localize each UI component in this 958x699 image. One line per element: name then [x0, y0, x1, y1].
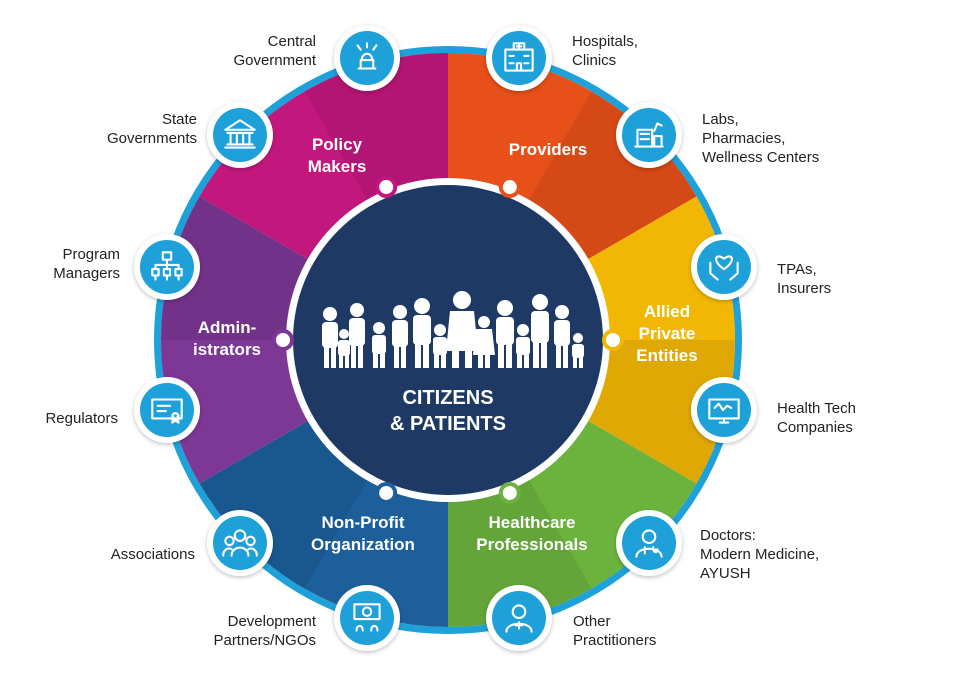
- connector-dot: [272, 329, 294, 351]
- icon-glyph: [224, 119, 256, 149]
- stakeholder-label: Companies: [777, 419, 853, 436]
- center-title-line2: & PATIENTS: [390, 413, 506, 435]
- icon-glyph: [356, 42, 378, 70]
- icon-glyph: [505, 604, 533, 633]
- stakeholder-label: Practitioners: [573, 632, 656, 649]
- pharmacy-icon: [616, 102, 682, 168]
- stakeholder-label: Pharmacies,: [702, 130, 785, 147]
- icon-glyph: [353, 603, 381, 632]
- connector-dot: [375, 481, 398, 504]
- stakeholder-label: Governments: [107, 130, 197, 147]
- icon-glyph: [504, 42, 534, 72]
- stakeholder-label: Partners/NGOs: [213, 632, 316, 649]
- stakeholders: CentralGovernmentHospitals,ClinicsLabs,P…: [45, 25, 856, 651]
- connector-dot: [375, 176, 398, 199]
- group-icon: [207, 510, 273, 576]
- segment-sector: [199, 53, 448, 265]
- segment-label: Admin-: [198, 318, 257, 337]
- stakeholder-label: Central: [268, 33, 316, 50]
- segments: [160, 53, 736, 627]
- stakeholder-label: Doctors:: [700, 527, 756, 544]
- stakeholder-label: Government: [233, 52, 316, 69]
- monitor-icon: [691, 377, 757, 443]
- segment-label: Entities: [636, 346, 697, 365]
- segment-label: Providers: [509, 140, 587, 159]
- icon-glyph: [709, 255, 739, 281]
- connector-dot: [602, 329, 624, 351]
- segment-label: Professionals: [476, 535, 588, 554]
- icon-glyph: [635, 529, 663, 558]
- connector-dots: [272, 176, 624, 504]
- segment-shade: [523, 91, 697, 265]
- segment-shade: [199, 415, 373, 589]
- doctor-icon: [616, 510, 682, 576]
- segment-sector: [199, 415, 448, 627]
- segment-label: Organization: [311, 535, 415, 554]
- building-icon: [207, 102, 273, 168]
- icon-badge: [340, 31, 394, 85]
- connector-dot: [498, 481, 521, 504]
- stakeholder-label: Health Tech: [777, 400, 856, 417]
- stakeholder-label: Other: [573, 613, 611, 630]
- segment-label: Policy: [312, 135, 363, 154]
- segment-label: Allied: [644, 302, 690, 321]
- segment-sector: [448, 415, 697, 627]
- stakeholder-label: Labs,: [702, 111, 739, 128]
- segment-label: Non-Profit: [321, 513, 404, 532]
- segment-shade: [304, 53, 448, 211]
- icon-glyph: [708, 398, 740, 424]
- stakeholder-label: Regulators: [45, 410, 118, 427]
- stakeholder-label: Insurers: [777, 280, 831, 297]
- stakeholder-label: Modern Medicine,: [700, 546, 819, 563]
- icon-badge: [492, 31, 546, 85]
- stakeholder-label: Wellness Centers: [702, 149, 819, 166]
- icon-badge: [140, 383, 194, 437]
- icon-badge: [697, 240, 751, 294]
- stakeholder-label: AYUSH: [700, 565, 751, 582]
- icon-glyph: [151, 251, 183, 281]
- stakeholder-label: TPAs,: [777, 261, 817, 278]
- practitioner-icon: [486, 585, 552, 651]
- stakeholder-label: Clinics: [572, 52, 616, 69]
- icon-glyph: [151, 398, 183, 424]
- icon-glyph: [634, 122, 664, 148]
- center-title-line1: CITIZENS: [402, 387, 493, 409]
- heart-hands-icon: [691, 234, 757, 300]
- segment-shade: [577, 340, 735, 484]
- segment-label: Healthcare: [489, 513, 576, 532]
- certificate-icon: [134, 377, 200, 443]
- segment-label: Makers: [308, 157, 367, 176]
- segment-label: istrators: [193, 340, 261, 359]
- org-chart-icon: [134, 234, 200, 300]
- stakeholder-label: State: [162, 111, 197, 128]
- icon-glyph: [222, 529, 258, 557]
- segment-label: Private: [639, 324, 696, 343]
- citizens-family-icon: [322, 291, 584, 368]
- hospital-icon: [486, 25, 552, 91]
- connector-dot: [498, 176, 521, 199]
- icon-badge: [213, 516, 267, 570]
- emblem-icon: [334, 25, 400, 91]
- stakeholder-label: Development: [228, 613, 317, 630]
- stakeholder-label: Associations: [111, 546, 195, 563]
- stakeholder-label: Program: [62, 246, 120, 263]
- segment-sector: [448, 53, 697, 265]
- segment-shade: [161, 196, 319, 340]
- stakeholder-label: Hospitals,: [572, 33, 638, 50]
- icon-badge: [213, 108, 267, 162]
- segment-sector: [160, 196, 319, 484]
- segment-shade: [448, 469, 592, 627]
- stakeholder-label: Managers: [53, 265, 120, 282]
- partners-icon: [334, 585, 400, 651]
